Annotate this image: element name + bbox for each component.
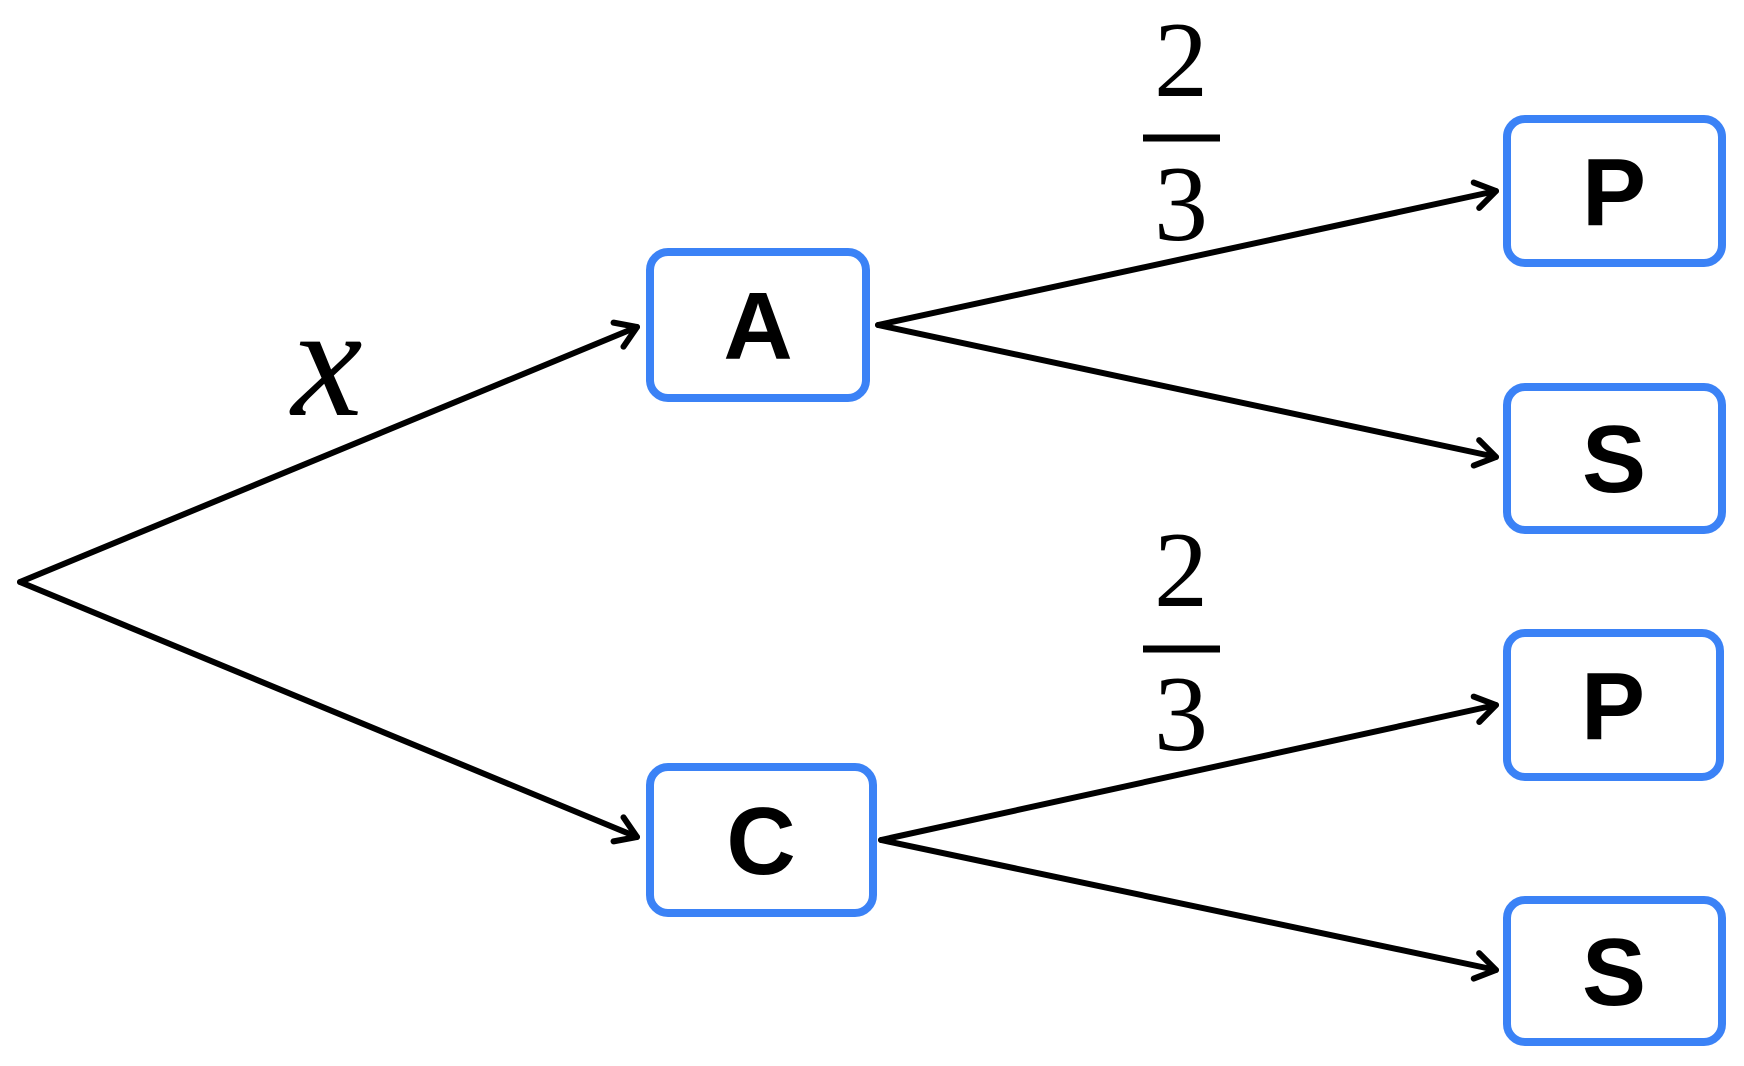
edge-root-to-c — [17, 579, 640, 845]
node-c-s: S — [1503, 896, 1726, 1046]
node-c-s-label: S — [1582, 919, 1646, 1026]
edge-c-to-p — [878, 693, 1499, 843]
node-c-p-label: P — [1581, 653, 1645, 760]
node-c-box — [646, 763, 877, 917]
tree-edges — [17, 179, 1499, 982]
node-a-box — [646, 248, 870, 402]
node-c-p-box — [1503, 629, 1724, 781]
fraction-numerator: 2 — [1154, 1, 1208, 120]
edge-a-to-p — [875, 179, 1499, 328]
fraction-denominator: 3 — [1154, 655, 1208, 774]
node-a-p-box — [1503, 115, 1726, 267]
node-a-s: S — [1503, 383, 1726, 534]
fraction-numerator: 2 — [1154, 511, 1208, 630]
edge-label-x: x — [289, 272, 362, 450]
node-a-s-box — [1503, 383, 1726, 534]
node-a: A — [646, 248, 870, 402]
node-c-label: C — [726, 788, 795, 895]
node-a-p-label: P — [1582, 139, 1646, 246]
node-a-s-label: S — [1582, 406, 1646, 513]
fraction-label-c-to-p: 2 3 — [1143, 511, 1220, 774]
node-c-s-box — [1503, 896, 1726, 1046]
node-c-p: P — [1503, 629, 1724, 781]
edge-root-to-a — [17, 319, 640, 585]
edge-a-to-s — [875, 322, 1499, 469]
node-a-p: P — [1503, 115, 1726, 267]
node-c: C — [646, 763, 877, 917]
edge-c-to-s — [878, 837, 1499, 982]
fraction-denominator: 3 — [1154, 145, 1208, 264]
node-a-label: A — [723, 273, 792, 380]
fraction-label-a-to-p: 2 3 — [1143, 1, 1220, 264]
